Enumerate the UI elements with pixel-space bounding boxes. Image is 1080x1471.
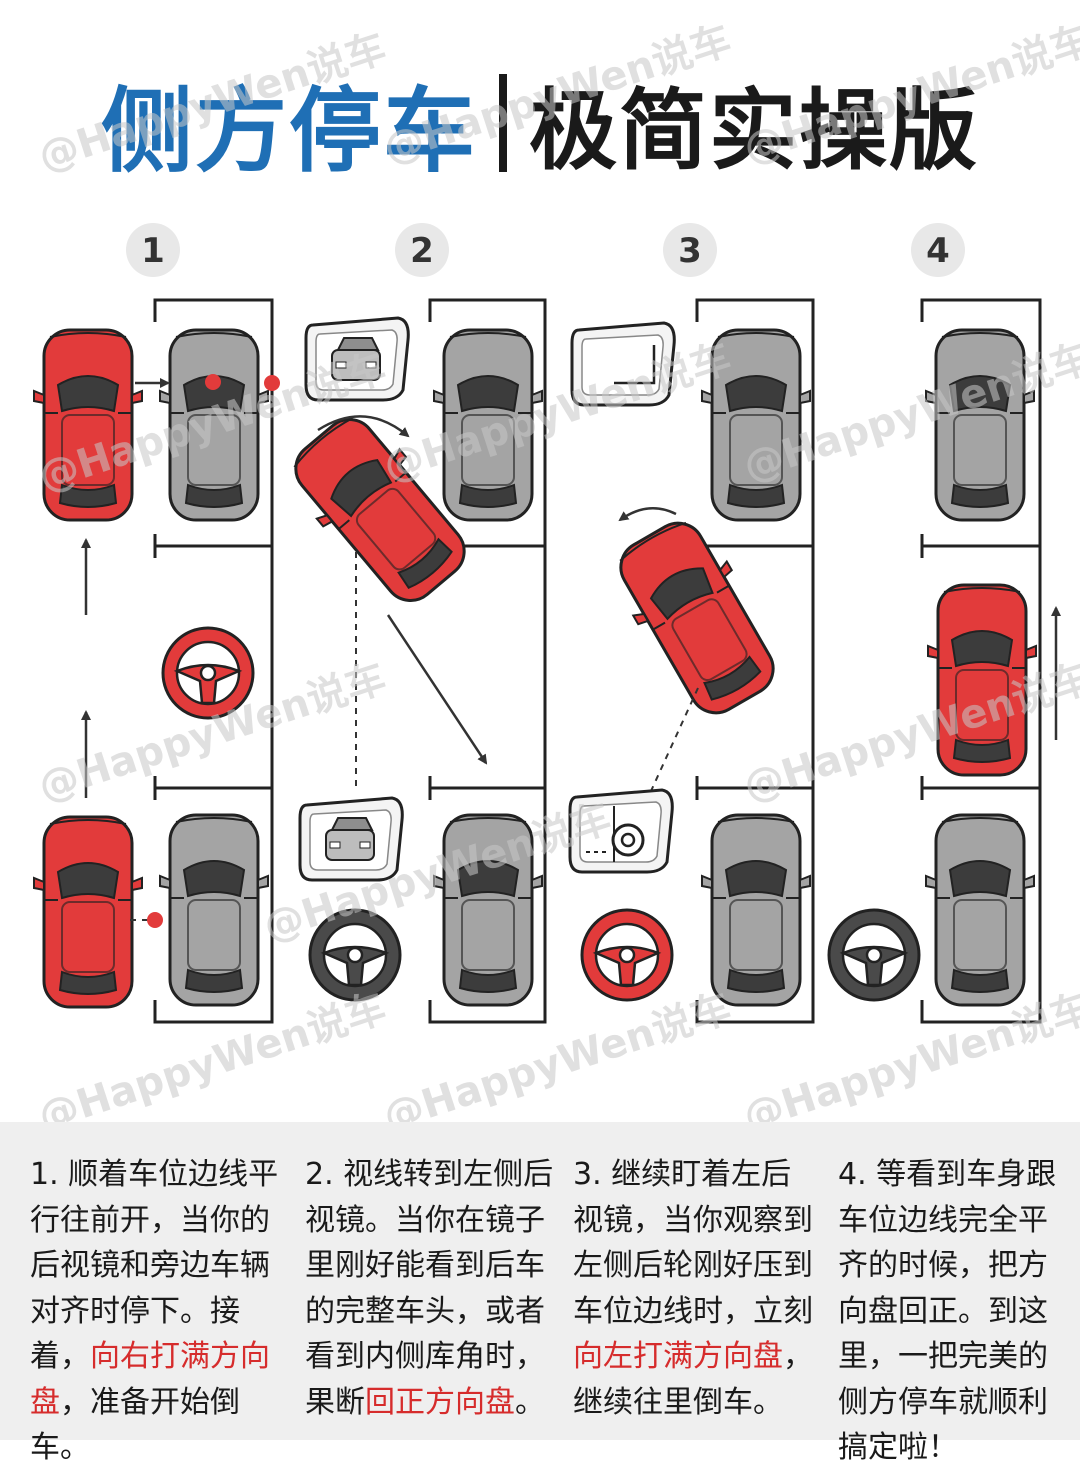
- step-badges: 1 2 3 4: [126, 223, 965, 277]
- parked-car-front-1: [158, 328, 270, 522]
- steering-wheel-right-lock: [161, 626, 255, 720]
- step-4-text: 4. 等看到车身跟车位边线完全平齐的时候，把方向盘回正。到这里，一把完美的侧方停…: [838, 1157, 1057, 1465]
- step-1-highlight: 向右打满方向盘: [30, 1339, 270, 1420]
- own-car-step3: [601, 507, 793, 729]
- parked-car-front-2: [432, 328, 544, 522]
- steering-wheels: [161, 626, 921, 1002]
- parking-diagram: 1 2 3 4: [32, 223, 1061, 1024]
- mirror-views: [298, 316, 676, 882]
- own-car-step4: [926, 583, 1038, 777]
- step-number-4: 4: [926, 231, 950, 271]
- title-divider: [499, 74, 507, 172]
- steering-wheel-straight-step4: [827, 908, 921, 1002]
- step-3-caption: 3. 继续盯着左后视镜，当你观察到左侧后轮刚好压到车位边线时，立刻向左打满方向盘…: [573, 1152, 819, 1425]
- step-2-text-end: 。: [515, 1384, 545, 1420]
- step-4-caption: 4. 等看到车身跟车位边线完全平齐的时候，把方向盘回正。到这里，一把完美的侧方停…: [838, 1152, 1076, 1471]
- step-number-1: 1: [141, 231, 165, 271]
- step-2-caption: 2. 视线转到左侧后视镜。当你在镜子里刚好能看到后车的完整车头，或者看到内侧库角…: [305, 1152, 560, 1425]
- step-3-highlight: 向左打满方向盘: [573, 1339, 783, 1374]
- mirror-corner-step3: [570, 321, 676, 407]
- page-title: 侧方停车 极简实操版: [0, 48, 1080, 198]
- steering-wheel-left-lock: [580, 908, 674, 1002]
- parked-car-front-3: [700, 328, 812, 522]
- step-number-3: 3: [678, 231, 702, 271]
- step-3-text-end: ，继续往里倒车。: [573, 1339, 813, 1420]
- step-1-text: 1. 顺着车位边线平行往前开，当你的后视镜和旁边车辆对齐时停下。接着，: [30, 1157, 279, 1374]
- mirror-rear-car-step2-top: [304, 316, 410, 402]
- parked-car-front-4: [924, 328, 1036, 522]
- steering-wheel-straight-step2: [308, 908, 402, 1002]
- step-1-text-end: ，准备开始倒车。: [30, 1384, 240, 1466]
- motion-arrows: [81, 378, 1061, 798]
- title-sub: 极简实操版: [529, 78, 980, 182]
- step-number-2: 2: [410, 231, 434, 271]
- parking-lines: [153, 298, 1042, 1024]
- step-2-text: 2. 视线转到左侧后视镜。当你在镜子里刚好能看到后车的完整车头，或者看到内侧库角…: [305, 1157, 554, 1420]
- own-car-step1-aligned: [32, 328, 144, 522]
- parked-cars: [158, 328, 1036, 1007]
- sight-lines: [130, 552, 699, 921]
- parked-car-rear-3: [700, 813, 812, 1007]
- parked-car-rear-4: [924, 813, 1036, 1007]
- step-2-highlight: 回正方向盘: [365, 1384, 515, 1420]
- step-3-text: 3. 继续盯着左后视镜，当你观察到左侧后轮刚好压到车位边线时，立刻: [573, 1157, 813, 1329]
- mirror-rear-car-step2-bottom: [298, 796, 404, 882]
- mirror-wheel-step3: [568, 788, 674, 874]
- own-car-step1-start: [32, 815, 144, 1009]
- parked-car-rear-2: [432, 813, 544, 1007]
- step-1-caption: 1. 顺着车位边线平行往前开，当你的后视镜和旁边车辆对齐时停下。接着，向右打满方…: [30, 1152, 282, 1471]
- alignment-dots: [147, 374, 280, 928]
- instructions-panel: 1. 顺着车位边线平行往前开，当你的后视镜和旁边车辆对齐时停下。接着，向右打满方…: [0, 1122, 1080, 1465]
- parked-car-rear-1: [158, 813, 270, 1007]
- title-main: 侧方停车: [100, 77, 477, 185]
